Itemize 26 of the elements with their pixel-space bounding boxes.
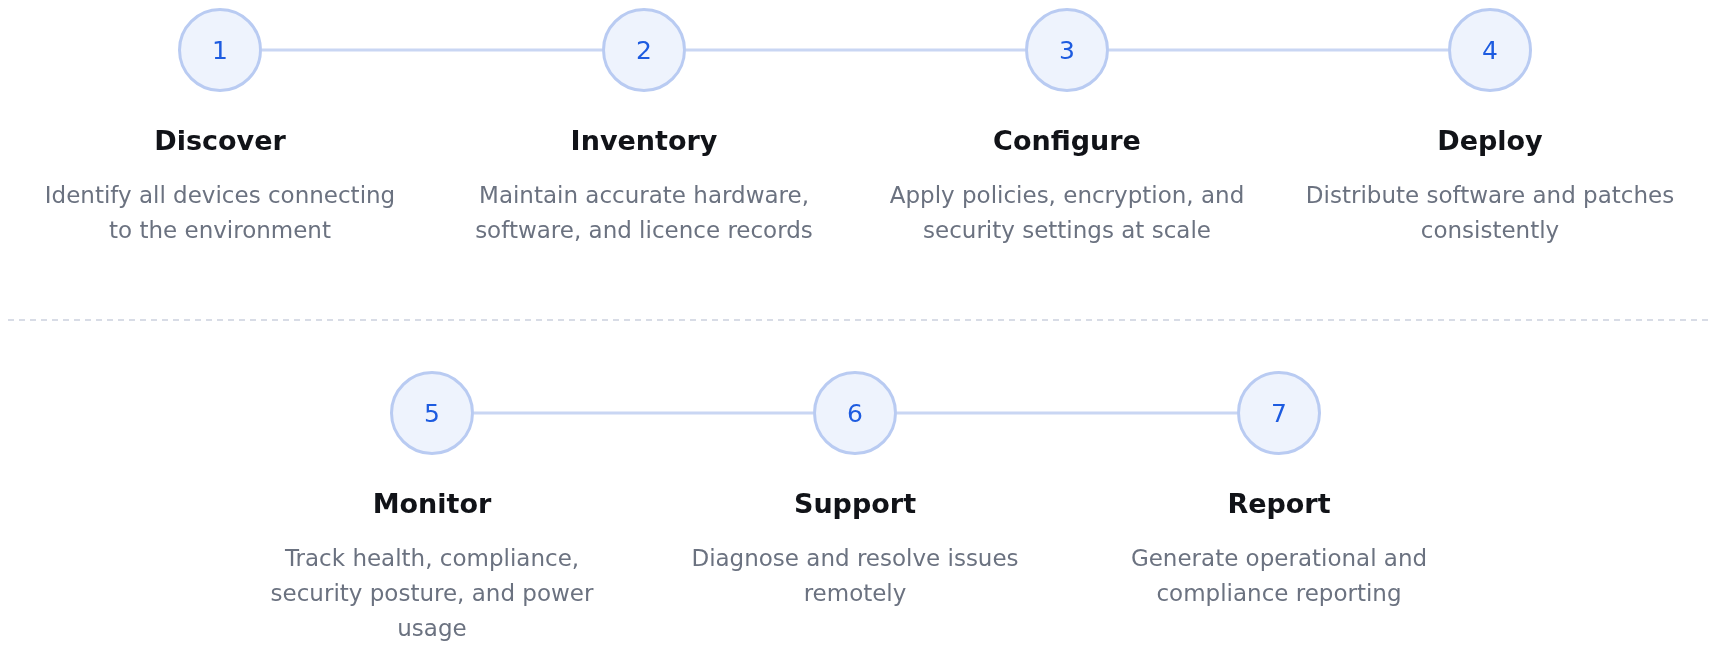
step-number: 5 — [424, 398, 440, 428]
step-description: Diagnose and resolve issues remotely — [690, 544, 1020, 608]
step-number: 1 — [212, 35, 228, 65]
step-number: 2 — [636, 35, 652, 65]
step-number: 7 — [1271, 398, 1287, 428]
step-title: Configure — [992, 125, 1142, 156]
step-description: Generate operational and compliance reporting — [1129, 544, 1429, 608]
step-title: Support — [792, 488, 918, 519]
step-description: Maintain accurate hardware, software, and licence records — [474, 181, 814, 245]
step-title: Inventory — [569, 125, 719, 156]
step-title: Report — [1226, 488, 1332, 519]
connector-line — [686, 48, 1025, 52]
step-title: Monitor — [371, 488, 493, 519]
connector-line — [262, 48, 602, 52]
connector-line — [897, 411, 1237, 415]
step-description: Apply policies, encryption, and security settings at scale — [888, 181, 1246, 245]
step-description: Identify all devices connecting to the environment — [43, 181, 397, 245]
connector-line — [1109, 48, 1448, 52]
step-number: 3 — [1059, 35, 1075, 65]
step-title: Deploy — [1436, 125, 1544, 156]
step-number: 4 — [1482, 35, 1498, 65]
step-description: Distribute software and patches consistently — [1305, 181, 1675, 245]
step-title: Discover — [153, 125, 287, 156]
step-number: 6 — [847, 398, 863, 428]
step-description: Track health, compliance, security posture, and power usage — [269, 544, 595, 643]
connector-line — [474, 411, 813, 415]
